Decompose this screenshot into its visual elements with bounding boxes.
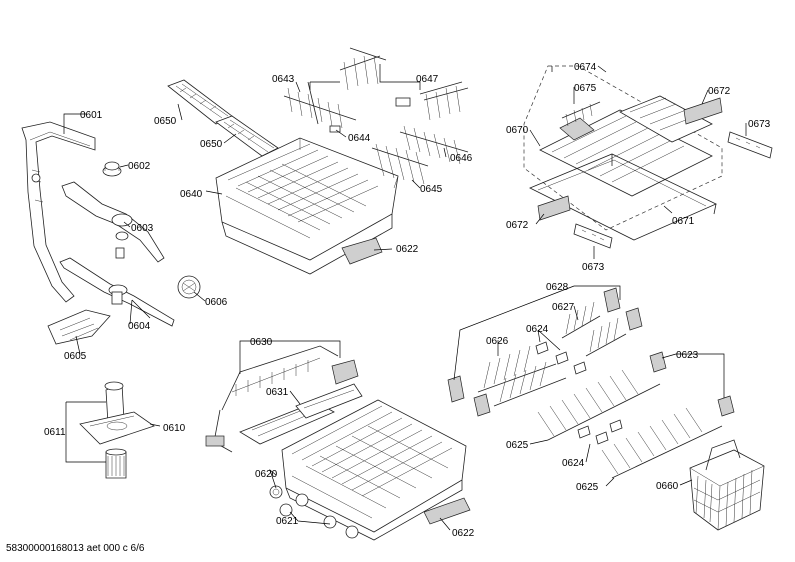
label-0671: 0671 [672,216,695,227]
label-0643: 0643 [272,74,295,85]
cutlery-insert-upper [167,79,233,125]
fine-filter-cylinder [105,448,127,479]
tine-rack-0625a [537,369,661,441]
lower-basket-handle-0622 [423,497,471,525]
label-0630: 0630 [250,337,273,348]
side-rail-0673a [727,131,773,159]
tine-rack-0647 [339,47,469,121]
label-0647: 0647 [416,74,439,85]
tine-rack-0626 [477,345,567,407]
label-0622-upper: 0622 [396,244,419,255]
drawer-frame-0671 [529,153,717,241]
cutlery-insert-lower [215,115,279,157]
label-0673-lower: 0673 [582,262,605,273]
side-rail-0672a [683,97,723,125]
label-0627: 0627 [552,302,575,313]
label-0624-lower: 0624 [562,458,585,469]
spray-arm-filter-disc [47,309,111,345]
lower-basket [281,399,467,541]
filter-assembly [79,381,155,445]
label-0610: 0610 [163,423,186,434]
lower-basket-tine-rod [205,345,339,453]
label-0650-upper: 0650 [154,116,177,127]
cutlery-basket-0660 [689,439,765,531]
label-0620: 0620 [255,469,278,480]
label-0674: 0674 [574,62,597,73]
document-code: 58300000168013 aet 000 c 6/6 [6,543,145,554]
lower-spray-arm [59,257,175,327]
label-0672-upper: 0672 [708,86,731,97]
label-0611: 0611 [44,427,66,438]
label-0672-lower: 0672 [506,220,529,231]
label-0660: 0660 [656,481,679,492]
hinge-bracket-0628 [447,287,643,417]
label-0650-lower: 0650 [200,139,223,150]
lower-basket-clip [331,359,359,385]
label-0645: 0645 [420,184,443,195]
upper-spray-arm [61,181,165,263]
label-0670: 0670 [506,125,529,136]
label-0621: 0621 [276,516,299,527]
side-rail-0672b [537,195,571,221]
clip-0624a [535,341,587,375]
label-0623: 0623 [676,350,699,361]
label-0646: 0646 [450,153,473,164]
label-0624-upper: 0624 [526,324,549,335]
cutlery-drawer-assembly [523,65,723,231]
label-0602: 0602 [128,161,151,172]
label-0673-upper: 0673 [748,119,771,130]
tine-rack-0643 [283,81,357,129]
upper-basket [215,137,399,275]
label-0622-lower: 0622 [452,528,475,539]
wheel-0621 [279,503,359,539]
tine-rack-0625b [601,407,723,479]
hinge-0623 [649,351,735,417]
tine-rack-0645 [371,143,429,185]
label-0628: 0628 [546,282,569,293]
label-0604: 0604 [128,321,151,332]
label-0625-lower: 0625 [576,482,599,493]
clip-0644 [329,125,341,133]
plate-rack-0631 [239,383,363,445]
tine-rack-0627 [561,301,627,357]
label-0601: 0601 [80,110,103,121]
upper-basket-handle [341,237,383,265]
label-0605: 0605 [64,351,87,362]
tine-rack-0646 [399,125,469,165]
label-0603: 0603 [131,223,154,234]
label-0644: 0644 [348,133,371,144]
float-disc [177,275,201,299]
part-labels: 0601 0602 0603 0604 0605 0606 0610 0611 … [44,62,771,539]
clip-0624b [577,419,623,445]
label-0675: 0675 [574,83,597,94]
label-0631: 0631 [266,387,289,398]
spray-arm-nut [102,161,122,177]
label-0606: 0606 [205,297,228,308]
label-0625-upper: 0625 [506,440,529,451]
label-0640: 0640 [180,189,203,200]
leader-lines [63,64,747,531]
side-rail-0673b [573,223,613,249]
wheel-0620 [269,485,309,507]
spray-pipe-assembly [21,121,96,303]
label-0626: 0626 [486,336,509,347]
